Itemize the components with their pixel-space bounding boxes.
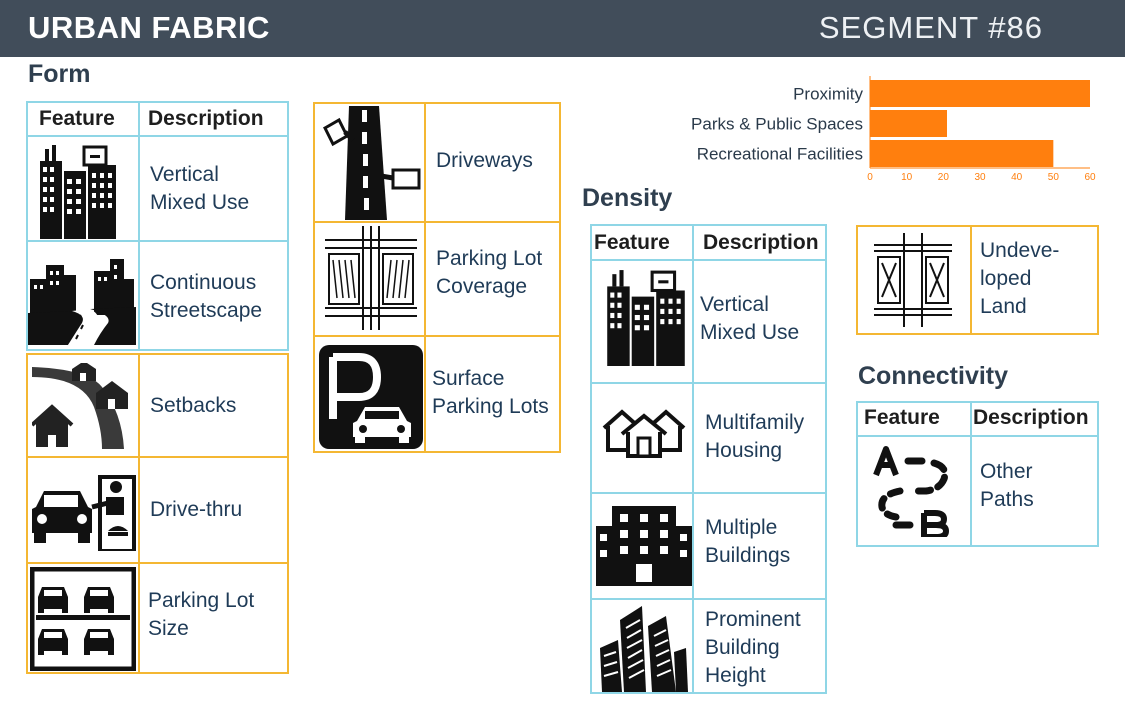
- form-row-label: Surface Parking Lots: [432, 367, 549, 418]
- x-tick-label: 60: [1084, 172, 1096, 183]
- x-tick-label: 50: [1048, 172, 1060, 183]
- paths-icon: [872, 445, 954, 542]
- header-bar: URBAN FABRIC SEGMENT #86: [0, 0, 1125, 57]
- undeveloped-land-icon: [874, 233, 952, 332]
- form-row-label: Driveways: [436, 149, 533, 172]
- density-row-label: Multifamily Housing: [705, 411, 805, 462]
- description-header: Description: [148, 107, 264, 130]
- form-table-c: Driveways Parking Lot Coverage Surface P…: [313, 102, 561, 453]
- multiple-buildings-icon: [596, 504, 692, 591]
- x-tick-label: 20: [938, 172, 950, 183]
- description-header: Description: [973, 406, 1089, 429]
- form-table-a: Feature Description Vertical Mixed Use: [26, 101, 289, 351]
- bar-2: [870, 140, 1054, 167]
- parking-lot-size-icon: [29, 566, 137, 676]
- feature-header: Feature: [39, 107, 115, 130]
- form-row-label: Continuous Streetscape: [150, 271, 263, 322]
- parking-sign-icon: [319, 345, 423, 454]
- description-header: Description: [703, 231, 819, 254]
- x-tick-label: 0: [867, 172, 873, 183]
- parking-coverage-icon: [325, 226, 417, 335]
- building-height-icon: [596, 604, 688, 697]
- land-table: Undeve- loped Land: [856, 225, 1099, 335]
- driveways-icon: [319, 106, 423, 225]
- feature-header: Feature: [864, 406, 940, 429]
- x-tick-label: 30: [974, 172, 986, 183]
- x-tick-label: 10: [901, 172, 913, 183]
- density-section-title: Density: [582, 184, 673, 212]
- vertical-mixed-use-icon: [604, 266, 688, 371]
- land-label: Undeve- loped Land: [980, 239, 1060, 318]
- density-row-label: Prominent Building Height: [705, 608, 801, 687]
- connectivity-section-title: Connectivity: [858, 362, 1009, 390]
- form-row-label: Setbacks: [150, 394, 237, 417]
- streetscape-icon: [28, 253, 136, 350]
- bar-1: [870, 110, 947, 137]
- vertical-mixed-use-icon: [38, 141, 118, 244]
- multifamily-icon: [602, 404, 686, 463]
- form-row-label: Parking Lot Coverage: [436, 247, 543, 298]
- form-row-label: Vertical Mixed Use: [150, 163, 250, 214]
- form-row-label: Drive-thru: [150, 498, 243, 521]
- form-row-label: Parking Lot Size: [148, 589, 255, 640]
- density-table: Feature Description Vertical Mixed Use: [590, 224, 827, 694]
- form-section-title: Form: [28, 60, 91, 88]
- category-label: Parks & Public Spaces: [691, 115, 863, 134]
- category-label: Proximity: [793, 85, 863, 104]
- page-title: URBAN FABRIC: [28, 10, 270, 45]
- density-row-label: Vertical Mixed Use: [700, 293, 800, 344]
- segment-label: SEGMENT #86: [818, 10, 1043, 45]
- category-label: Recreational Facilities: [697, 145, 863, 164]
- form-table-b: Setbacks Drive-thru P: [26, 353, 289, 674]
- x-tick-label: 40: [1011, 172, 1023, 183]
- drive-thru-icon: [30, 473, 136, 556]
- feature-header: Feature: [594, 231, 670, 254]
- setbacks-icon: [30, 361, 132, 454]
- density-row-label: Multiple Buildings: [705, 516, 791, 567]
- connectivity-row-label: Other Paths: [980, 460, 1034, 511]
- bar-0: [870, 80, 1090, 107]
- connectivity-table: Feature Description Other Paths: [856, 401, 1099, 547]
